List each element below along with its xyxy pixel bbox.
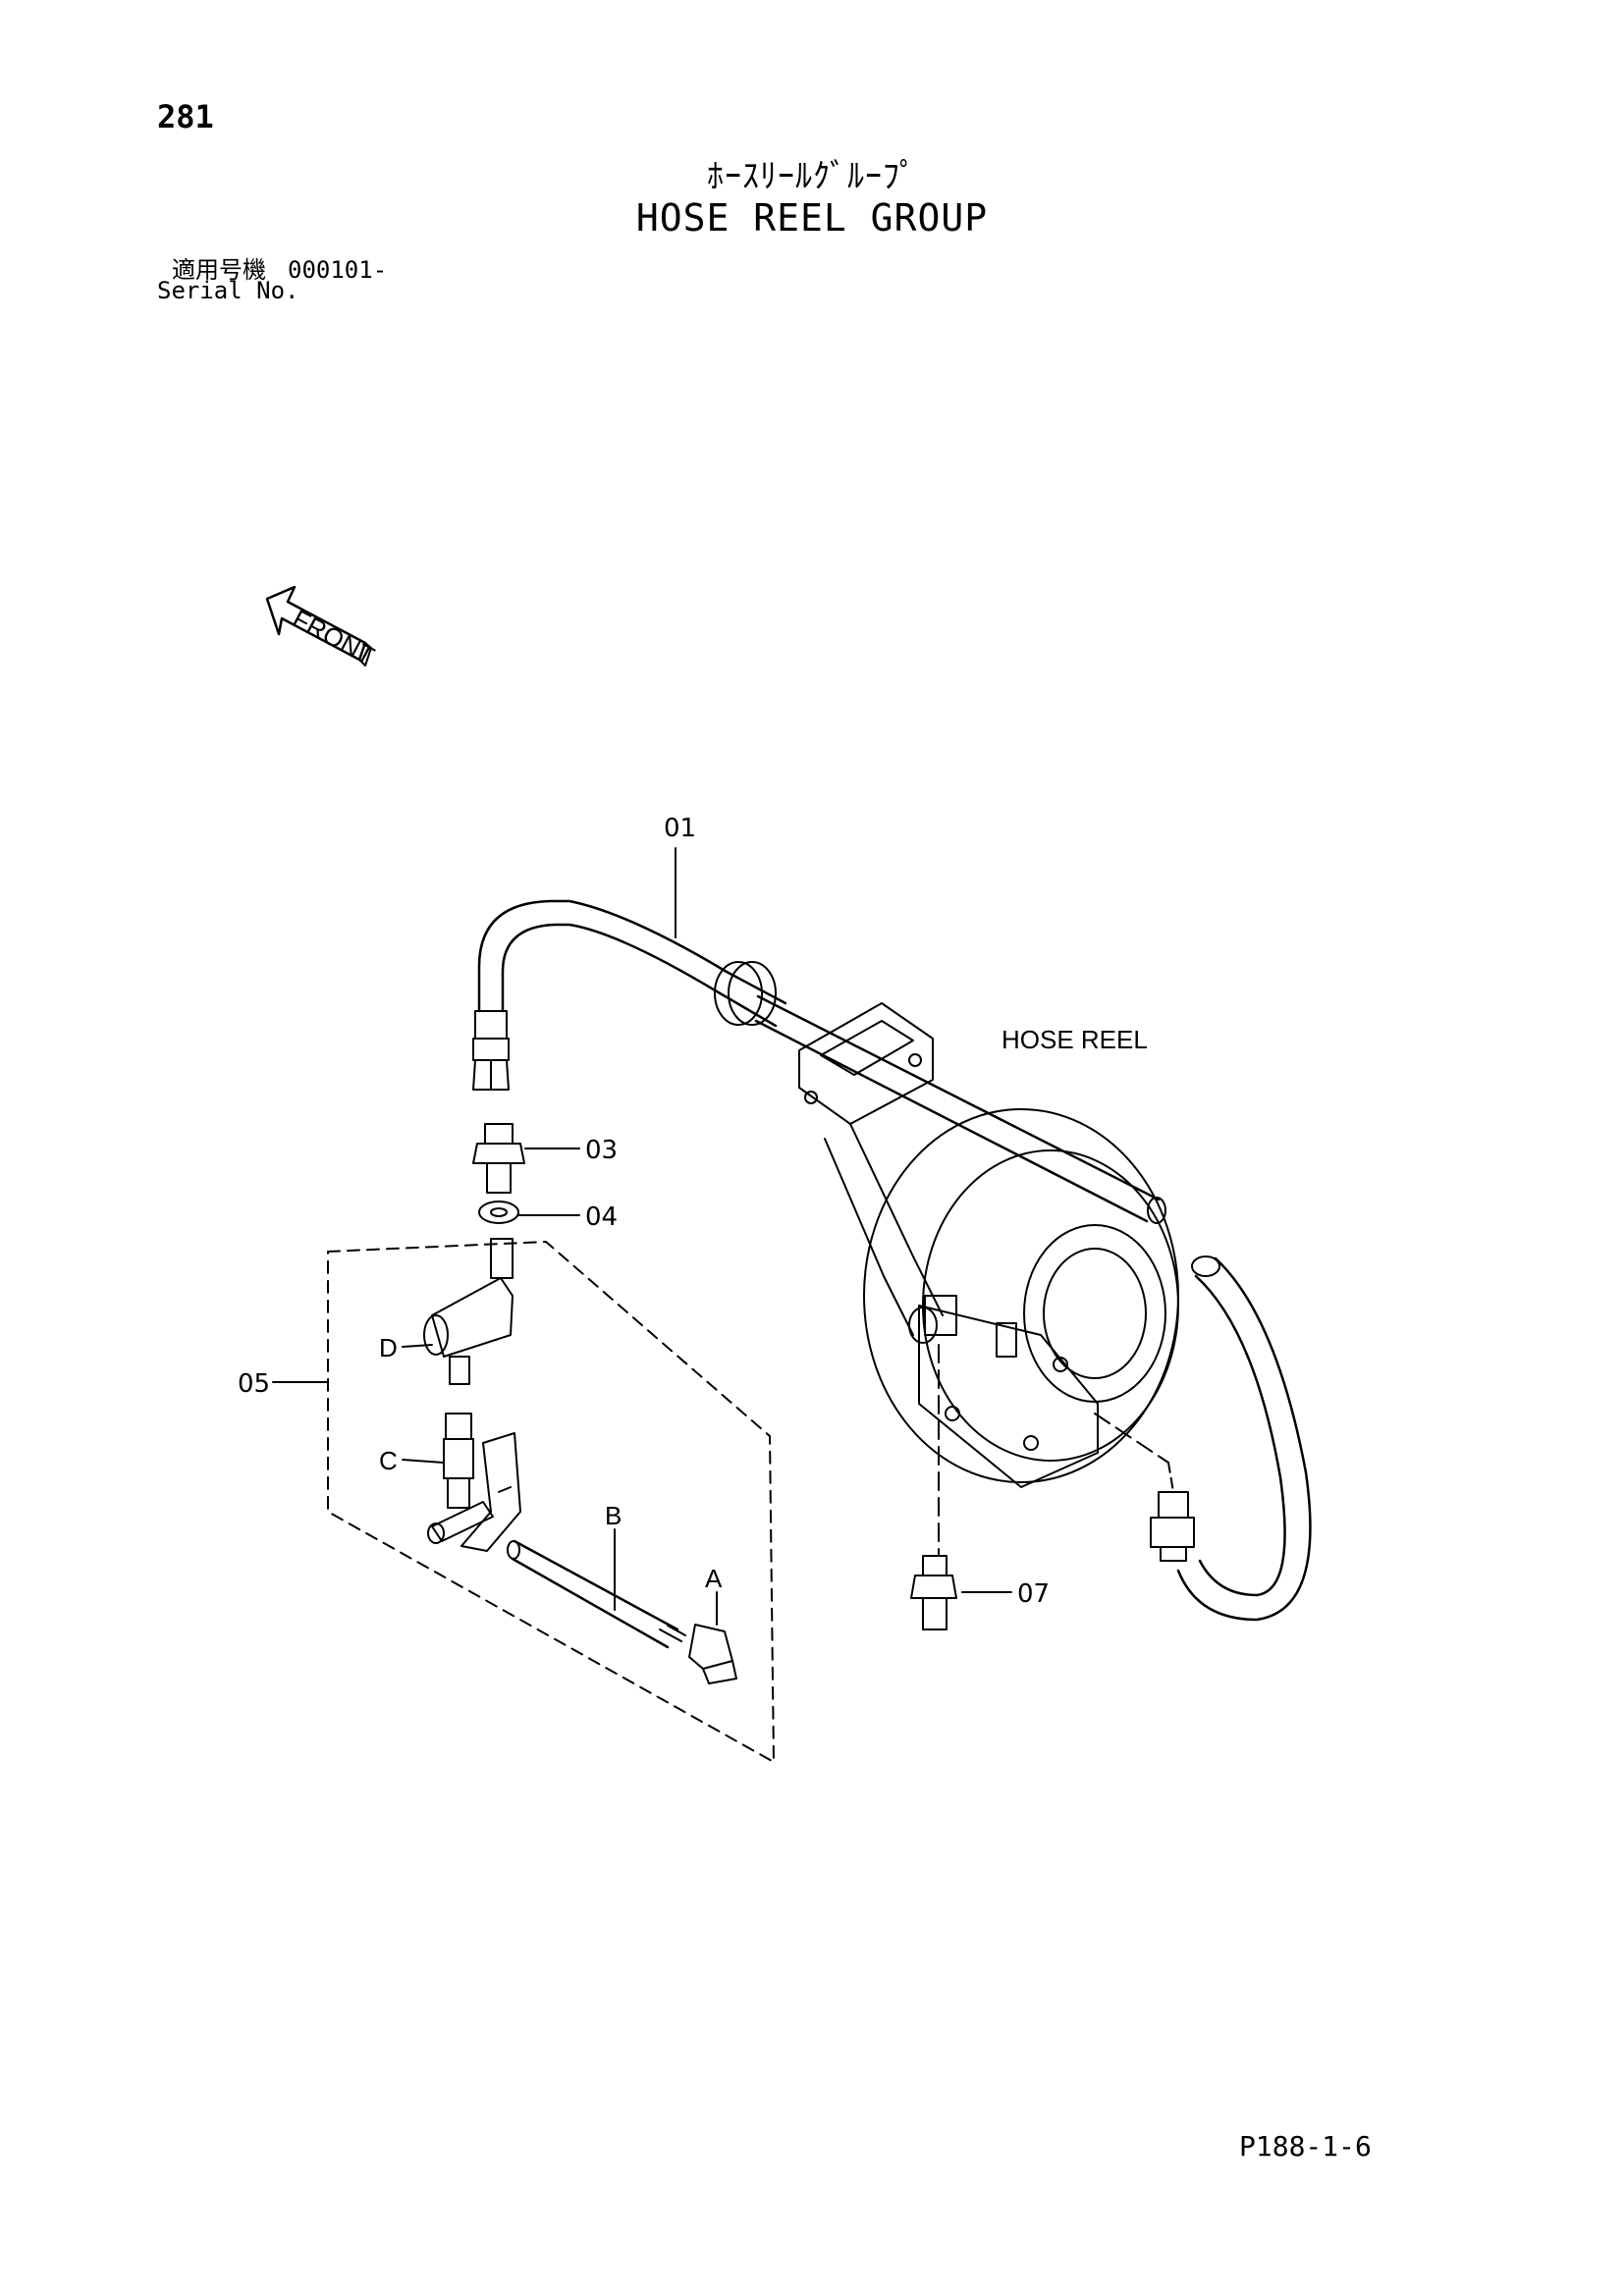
callout-01: 01 xyxy=(664,814,696,843)
hose-reel-body xyxy=(798,1002,1179,1488)
front-label: FRONT xyxy=(288,604,379,671)
page-number: 281 xyxy=(157,98,214,135)
callout-05: 05 xyxy=(238,1369,270,1399)
callout-A: A xyxy=(705,1564,723,1593)
elbow-D xyxy=(423,1238,514,1385)
callout-B: B xyxy=(605,1501,622,1530)
serial-label: Serial No. xyxy=(157,277,299,304)
callout-07: 07 xyxy=(1017,1579,1050,1609)
fitting-03 xyxy=(472,1123,525,1194)
serial-label-japanese: 適用号機 xyxy=(172,256,266,284)
cap-A xyxy=(688,1624,737,1684)
fitting-07 xyxy=(910,1555,957,1630)
page-title: HOSE REEL GROUP xyxy=(635,196,989,240)
hose-01 xyxy=(472,899,1166,1224)
hose-outlet xyxy=(1150,1255,1312,1622)
leader-lines xyxy=(272,847,1174,1626)
serial-row-japanese: 適用号機 000101- xyxy=(172,250,387,285)
rod-B xyxy=(507,1539,686,1649)
callout-D: D xyxy=(379,1333,398,1362)
page-title-japanese: ﾎｰｽﾘｰﾙｸﾞﾙｰﾌﾟ xyxy=(707,157,917,196)
fitting-C xyxy=(427,1413,521,1552)
callout-03: 03 xyxy=(585,1136,618,1165)
group-boundary xyxy=(327,1241,775,1763)
washer-04 xyxy=(478,1201,519,1224)
callout-04: 04 xyxy=(585,1202,618,1232)
callout-C: C xyxy=(379,1446,398,1475)
hose-reel-label: HOSE REEL xyxy=(1001,1025,1148,1054)
serial-value: 000101- xyxy=(288,256,388,284)
front-arrow-icon: FRONT xyxy=(265,585,379,671)
footer-code: P188-1-6 xyxy=(1239,2130,1372,2163)
